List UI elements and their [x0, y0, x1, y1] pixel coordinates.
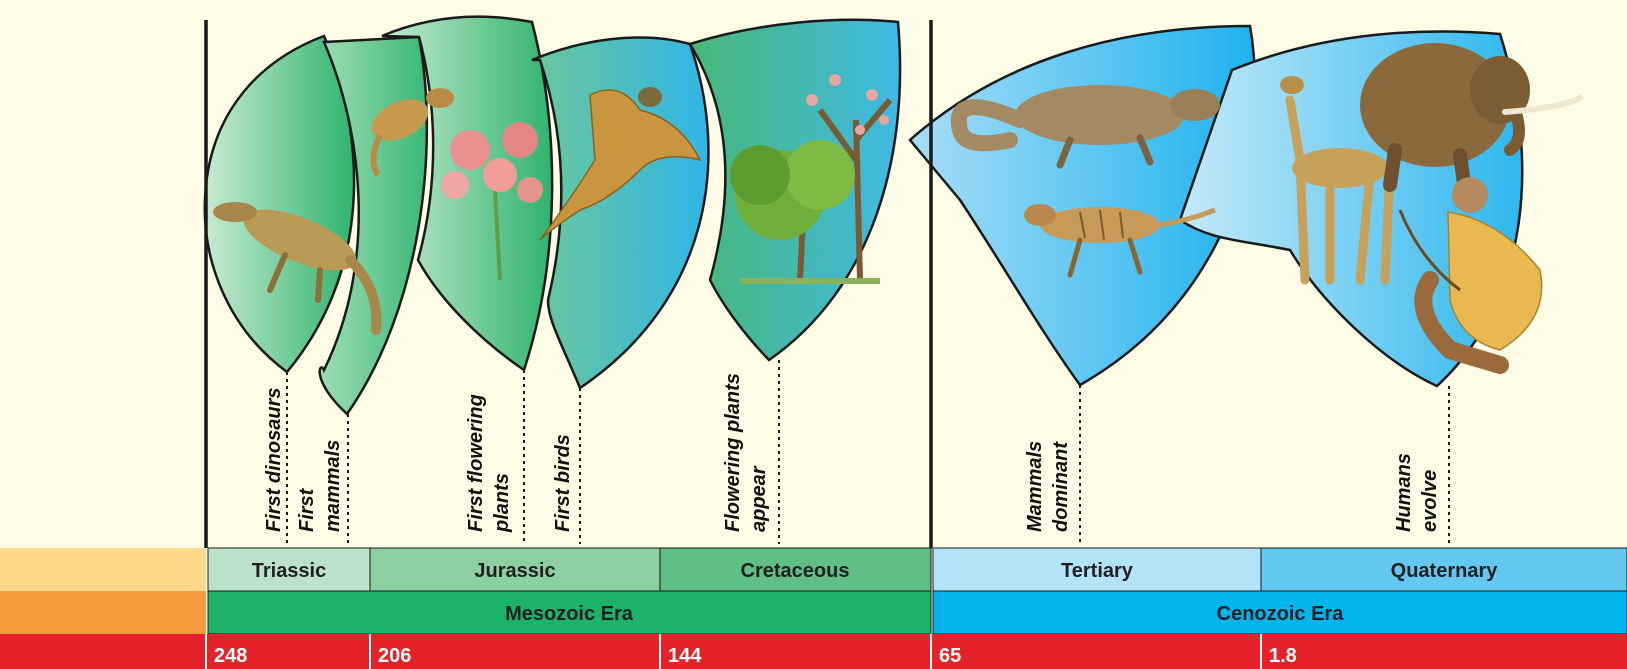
event-label-first-mammals: First mammals [296, 440, 344, 532]
time-label-65: 65 [939, 645, 961, 667]
period-label-jurassic: Jurassic [474, 560, 555, 582]
event-label-first-birds: First birds [552, 434, 574, 532]
event-label-first-flowering-plants: First flowering plants [465, 389, 513, 533]
time-label-1-8: 1.8 [1269, 645, 1297, 667]
period-label-quaternary: Quaternary [1391, 560, 1499, 582]
period-label-tertiary: Tertiary [1061, 560, 1134, 582]
time-row: 248 206 144 65 1.8 [0, 634, 1627, 669]
event-label-first-dinosaurs: First dinosaurs [263, 388, 285, 532]
time-label-206: 206 [378, 645, 411, 667]
event-label-mammals-dominant: Mammals dominant [1024, 435, 1072, 532]
time-label-144: 144 [668, 645, 702, 667]
time-label-248: 248 [214, 645, 247, 667]
event-label-flowering-plants-appear: Flowering plants appear [722, 368, 770, 532]
fan-panels [205, 17, 1522, 414]
era-row: Mesozoic Era Cenozoic Era [0, 591, 1627, 634]
era-label-mesozoic: Mesozoic Era [505, 603, 634, 625]
period-cell-left [0, 548, 206, 591]
period-label-triassic: Triassic [252, 560, 327, 582]
era-label-cenozoic: Cenozoic Era [1217, 603, 1345, 625]
period-label-cretaceous: Cretaceous [741, 560, 850, 582]
era-cell-left [0, 591, 206, 634]
event-leader-lines [287, 360, 1449, 544]
period-row: Triassic Jurassic Cretaceous Tertiary Qu… [0, 548, 1627, 591]
event-labels: First dinosaurs First mammals First flow… [263, 368, 1441, 533]
event-label-humans-evolve: Humans evolve [1393, 448, 1441, 532]
fan-first-birds [532, 37, 708, 388]
